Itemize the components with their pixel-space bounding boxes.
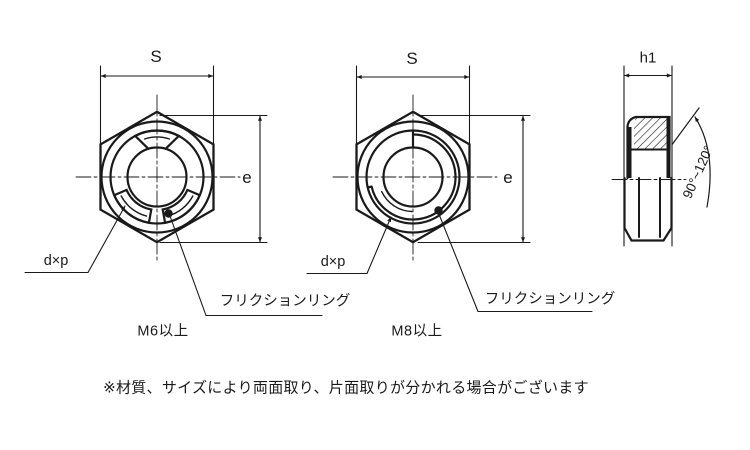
side-cap-wall-left xyxy=(627,127,632,178)
side-hex-body xyxy=(623,176,673,242)
m8-ring-step-left xyxy=(366,185,373,189)
m6-top-view xyxy=(24,65,323,317)
m8-ring-leader-dot xyxy=(434,206,443,215)
side-ring-hatch xyxy=(634,118,668,149)
m6-ring-leader-dot xyxy=(164,209,173,218)
m8-ring-label: フリクションリング xyxy=(484,291,616,308)
side-angle-callout xyxy=(671,107,711,208)
m6-bore-circle xyxy=(126,146,188,208)
side-section-view xyxy=(611,65,711,247)
m6-friction-tab-fold xyxy=(143,136,171,140)
m6-spring-arc-left xyxy=(120,195,148,217)
m8-centerlines xyxy=(332,94,498,264)
m6-dxp-label: d×p xyxy=(43,253,69,269)
m6-e-dimension xyxy=(159,114,268,244)
m8-e-dimension xyxy=(417,114,531,244)
m6-caption: M6以上 xyxy=(137,323,189,340)
m8-chamfer-circle xyxy=(356,120,470,234)
side-cap-outline xyxy=(626,115,671,180)
m6-ring-label: フリクションリング xyxy=(219,293,351,310)
m8-s-label: S xyxy=(406,49,418,68)
m8-s-dimension xyxy=(355,65,471,149)
side-h1-label: h1 xyxy=(639,49,657,67)
m6-leaders xyxy=(24,205,323,317)
side-cap-wall-right xyxy=(666,118,671,178)
footnote: ※材質、サイズにより両面取り、片面取りが分かれる場合がございます xyxy=(103,379,589,397)
m8-caption: M8以上 xyxy=(391,323,443,340)
m8-dxp-label: d×p xyxy=(320,254,346,270)
m6-centerlines xyxy=(75,94,241,264)
m6-e-label: e xyxy=(242,168,252,187)
m8-top-view xyxy=(306,65,593,313)
m6-chamfer-circle xyxy=(100,120,214,234)
m6-s-dimension xyxy=(99,65,215,149)
m6-s-label: S xyxy=(150,47,162,66)
m6-window-right xyxy=(161,188,202,225)
m8-e-label: e xyxy=(503,168,513,187)
m6-friction-tab xyxy=(133,129,181,150)
m8-inner-spring-arc xyxy=(381,190,413,213)
m8-leaders xyxy=(306,212,593,313)
m8-split-ring-arc xyxy=(370,133,457,221)
